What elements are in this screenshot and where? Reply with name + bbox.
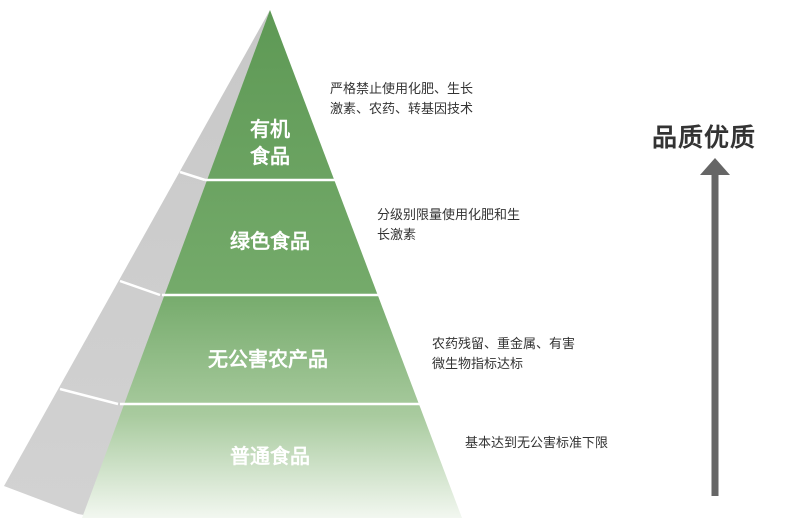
description-line: 基本达到无公害标准下限 <box>465 436 609 451</box>
description-line: 长激素 <box>377 228 417 243</box>
description-line: 严格禁止使用化肥、生长 <box>330 82 474 97</box>
level-green-description: 分级别限量使用化肥和生 长激素 <box>377 206 520 246</box>
level-organic-label-2: 食品 <box>250 144 290 168</box>
description-line: 分级别限量使用化肥和生 <box>377 208 521 223</box>
description-line: 微生物指标达标 <box>432 357 524 372</box>
level-organic-label-1: 有机 <box>250 117 290 141</box>
pyramid-front-face <box>82 10 462 518</box>
level-dividers <box>59 170 421 406</box>
description-line: 激素、农药、转基因技术 <box>330 102 474 117</box>
level-organic-description: 严格禁止使用化肥、生长 激素、农药、转基因技术 <box>330 80 473 120</box>
description-line: 农药残留、重金属、有害 <box>432 337 576 352</box>
level-ordinary-label: 普通食品 <box>230 444 310 468</box>
level-green-label: 绿色食品 <box>230 229 310 253</box>
level-pollution-free-label: 无公害农产品 <box>208 347 328 371</box>
level-pollution-free-description: 农药残留、重金属、有害 微生物指标达标 <box>432 335 575 375</box>
quality-arrow <box>700 158 730 496</box>
level-ordinary-description: 基本达到无公害标准下限 <box>465 434 608 454</box>
quality-axis-label: 品质优质 <box>652 123 757 152</box>
pyramid-side-face <box>4 10 270 515</box>
